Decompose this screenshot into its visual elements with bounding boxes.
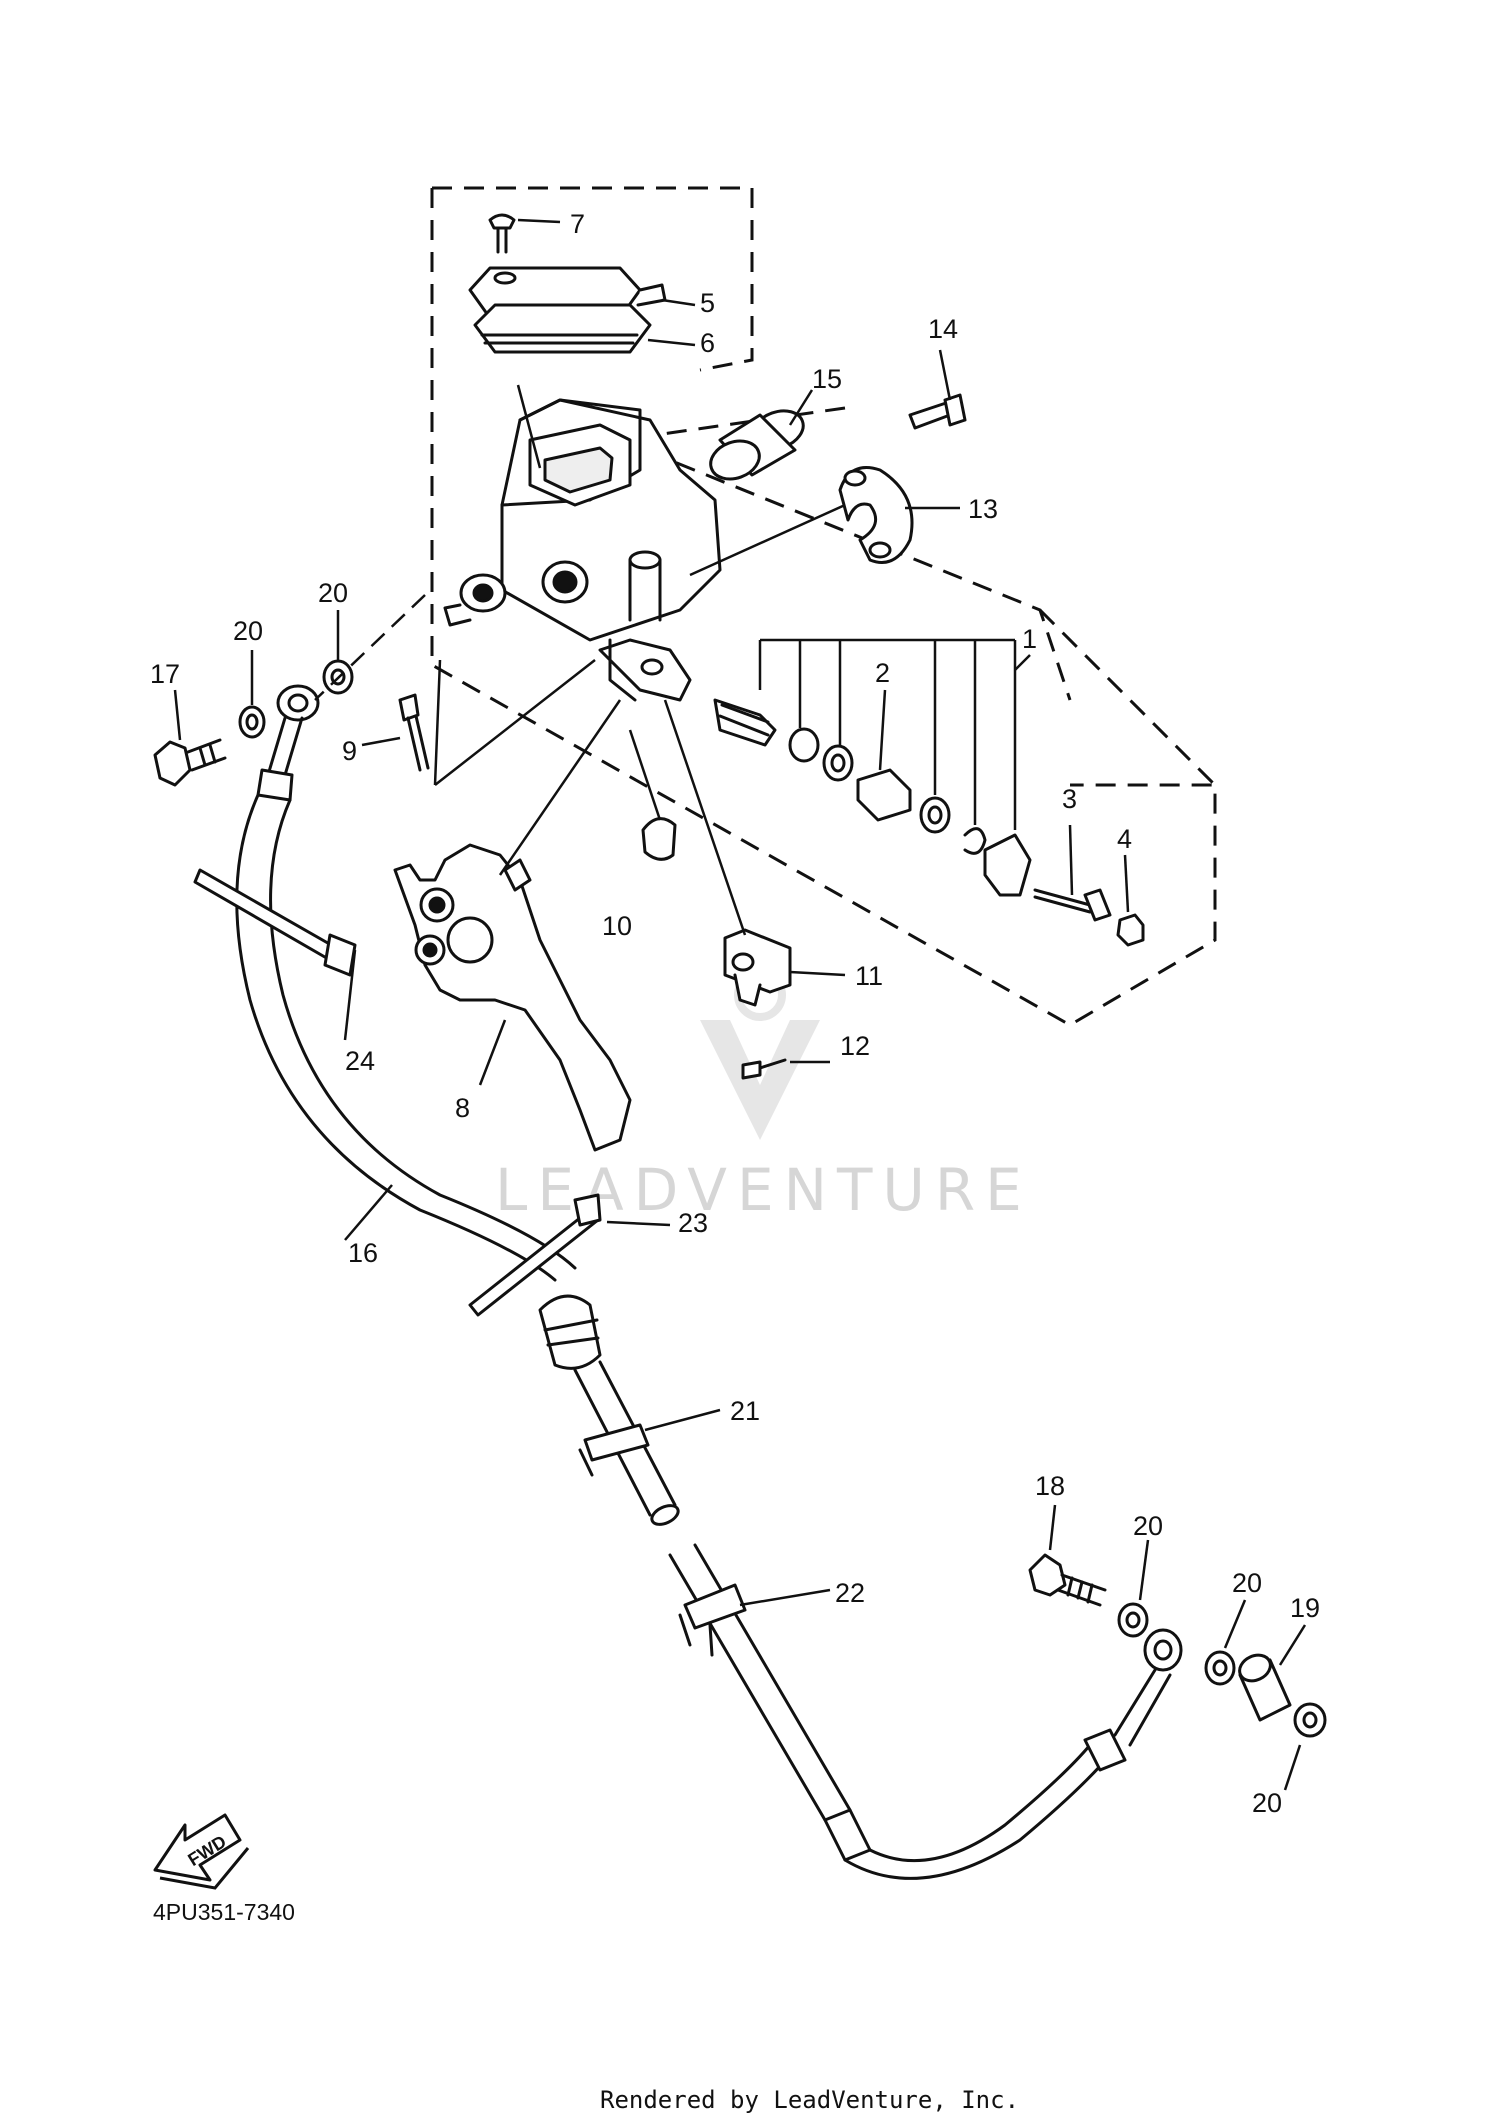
part-20-washer-lower-b (1204, 1650, 1236, 1686)
part-20-washer-lower-a (1117, 1602, 1149, 1638)
watermark: LEADVENTURE (495, 969, 1032, 1224)
callout-24: 24 (345, 1046, 375, 1076)
callout-14: 14 (928, 314, 958, 344)
callouts: 1 2 3 4 5 6 7 8 9 10 11 12 13 14 15 16 1… (150, 209, 1320, 1818)
callout-9: 9 (342, 736, 357, 766)
part-17-bolt (153, 738, 227, 787)
callout-20-lower-c: 20 (1252, 1788, 1282, 1818)
callout-10: 10 (602, 911, 632, 941)
callout-12: 12 (840, 1031, 870, 1061)
master-cylinder-outline (430, 188, 1217, 1027)
part-3-push-rod (1033, 888, 1112, 922)
part-13-clamp (838, 466, 914, 564)
callout-11: 11 (855, 961, 883, 991)
callout-4: 4 (1117, 824, 1132, 854)
callout-20-hose-right: 20 (318, 578, 348, 608)
part-10-cap (641, 817, 677, 861)
hose-grommet (538, 1294, 602, 1370)
part-14-bolt (908, 393, 967, 430)
part-16-hose (235, 684, 577, 1282)
callout-20-lower-a: 20 (1133, 1511, 1163, 1541)
render-credit: Rendered by LeadVenture, Inc. (600, 2086, 1019, 2114)
callout-21: 21 (730, 1396, 760, 1426)
part-12-screw (741, 1058, 787, 1080)
watermark-text: LEADVENTURE (495, 1156, 1032, 1224)
callout-6: 6 (700, 328, 715, 358)
fwd-arrow-icon: FWD (153, 1813, 250, 1890)
part-20-washer-lower-c (1293, 1702, 1327, 1738)
lower-hose (573, 1360, 1183, 1880)
callout-17: 17 (150, 659, 180, 689)
part-19-collar (1238, 1653, 1292, 1722)
callout-3: 3 (1062, 784, 1077, 814)
diagram-part-code: 4PU351-7340 (153, 1899, 295, 1925)
part-21-clamp (578, 1423, 650, 1477)
master-cylinder-body (443, 398, 722, 702)
part-2-piston-kit (713, 698, 1032, 897)
callout-18: 18 (1035, 1471, 1065, 1501)
part-8-lever (393, 843, 632, 1152)
callout-5: 5 (700, 288, 715, 318)
part-15-collar (709, 409, 805, 481)
part-22-clamp (678, 1583, 747, 1657)
part-11-switch (723, 928, 792, 1007)
callout-13: 13 (968, 494, 998, 524)
part-20-washer-upper-left (238, 705, 266, 739)
part-4-nut (1116, 913, 1145, 947)
leader-lines (173, 218, 1307, 1791)
reservoir-cap-group-outline (432, 186, 754, 372)
callout-16: 16 (348, 1238, 378, 1268)
callout-20-hose-left: 20 (233, 616, 263, 646)
clamp-group-outline (614, 406, 1072, 701)
assembly-outline (430, 186, 1217, 1027)
callout-19: 19 (1290, 1593, 1320, 1623)
part-9-bolt (398, 693, 430, 772)
part-18-bolt (1028, 1553, 1107, 1607)
callout-22: 22 (835, 1578, 865, 1608)
callout-15: 15 (812, 364, 842, 394)
part-24-cable-tie (193, 868, 357, 977)
piston-kit-outline (1038, 608, 1217, 787)
callout-20-lower-b: 20 (1232, 1568, 1262, 1598)
callout-23: 23 (678, 1208, 708, 1238)
parts (153, 213, 1327, 1880)
callout-1: 1 (1022, 624, 1037, 654)
callout-7: 7 (570, 209, 585, 239)
part-7-screw (488, 213, 516, 254)
callout-8: 8 (455, 1093, 470, 1123)
part-6-diaphragm (473, 303, 652, 354)
callout-2: 2 (875, 658, 890, 688)
part-23-cable-tie (468, 1193, 602, 1317)
watermark-logo (700, 1020, 820, 1140)
